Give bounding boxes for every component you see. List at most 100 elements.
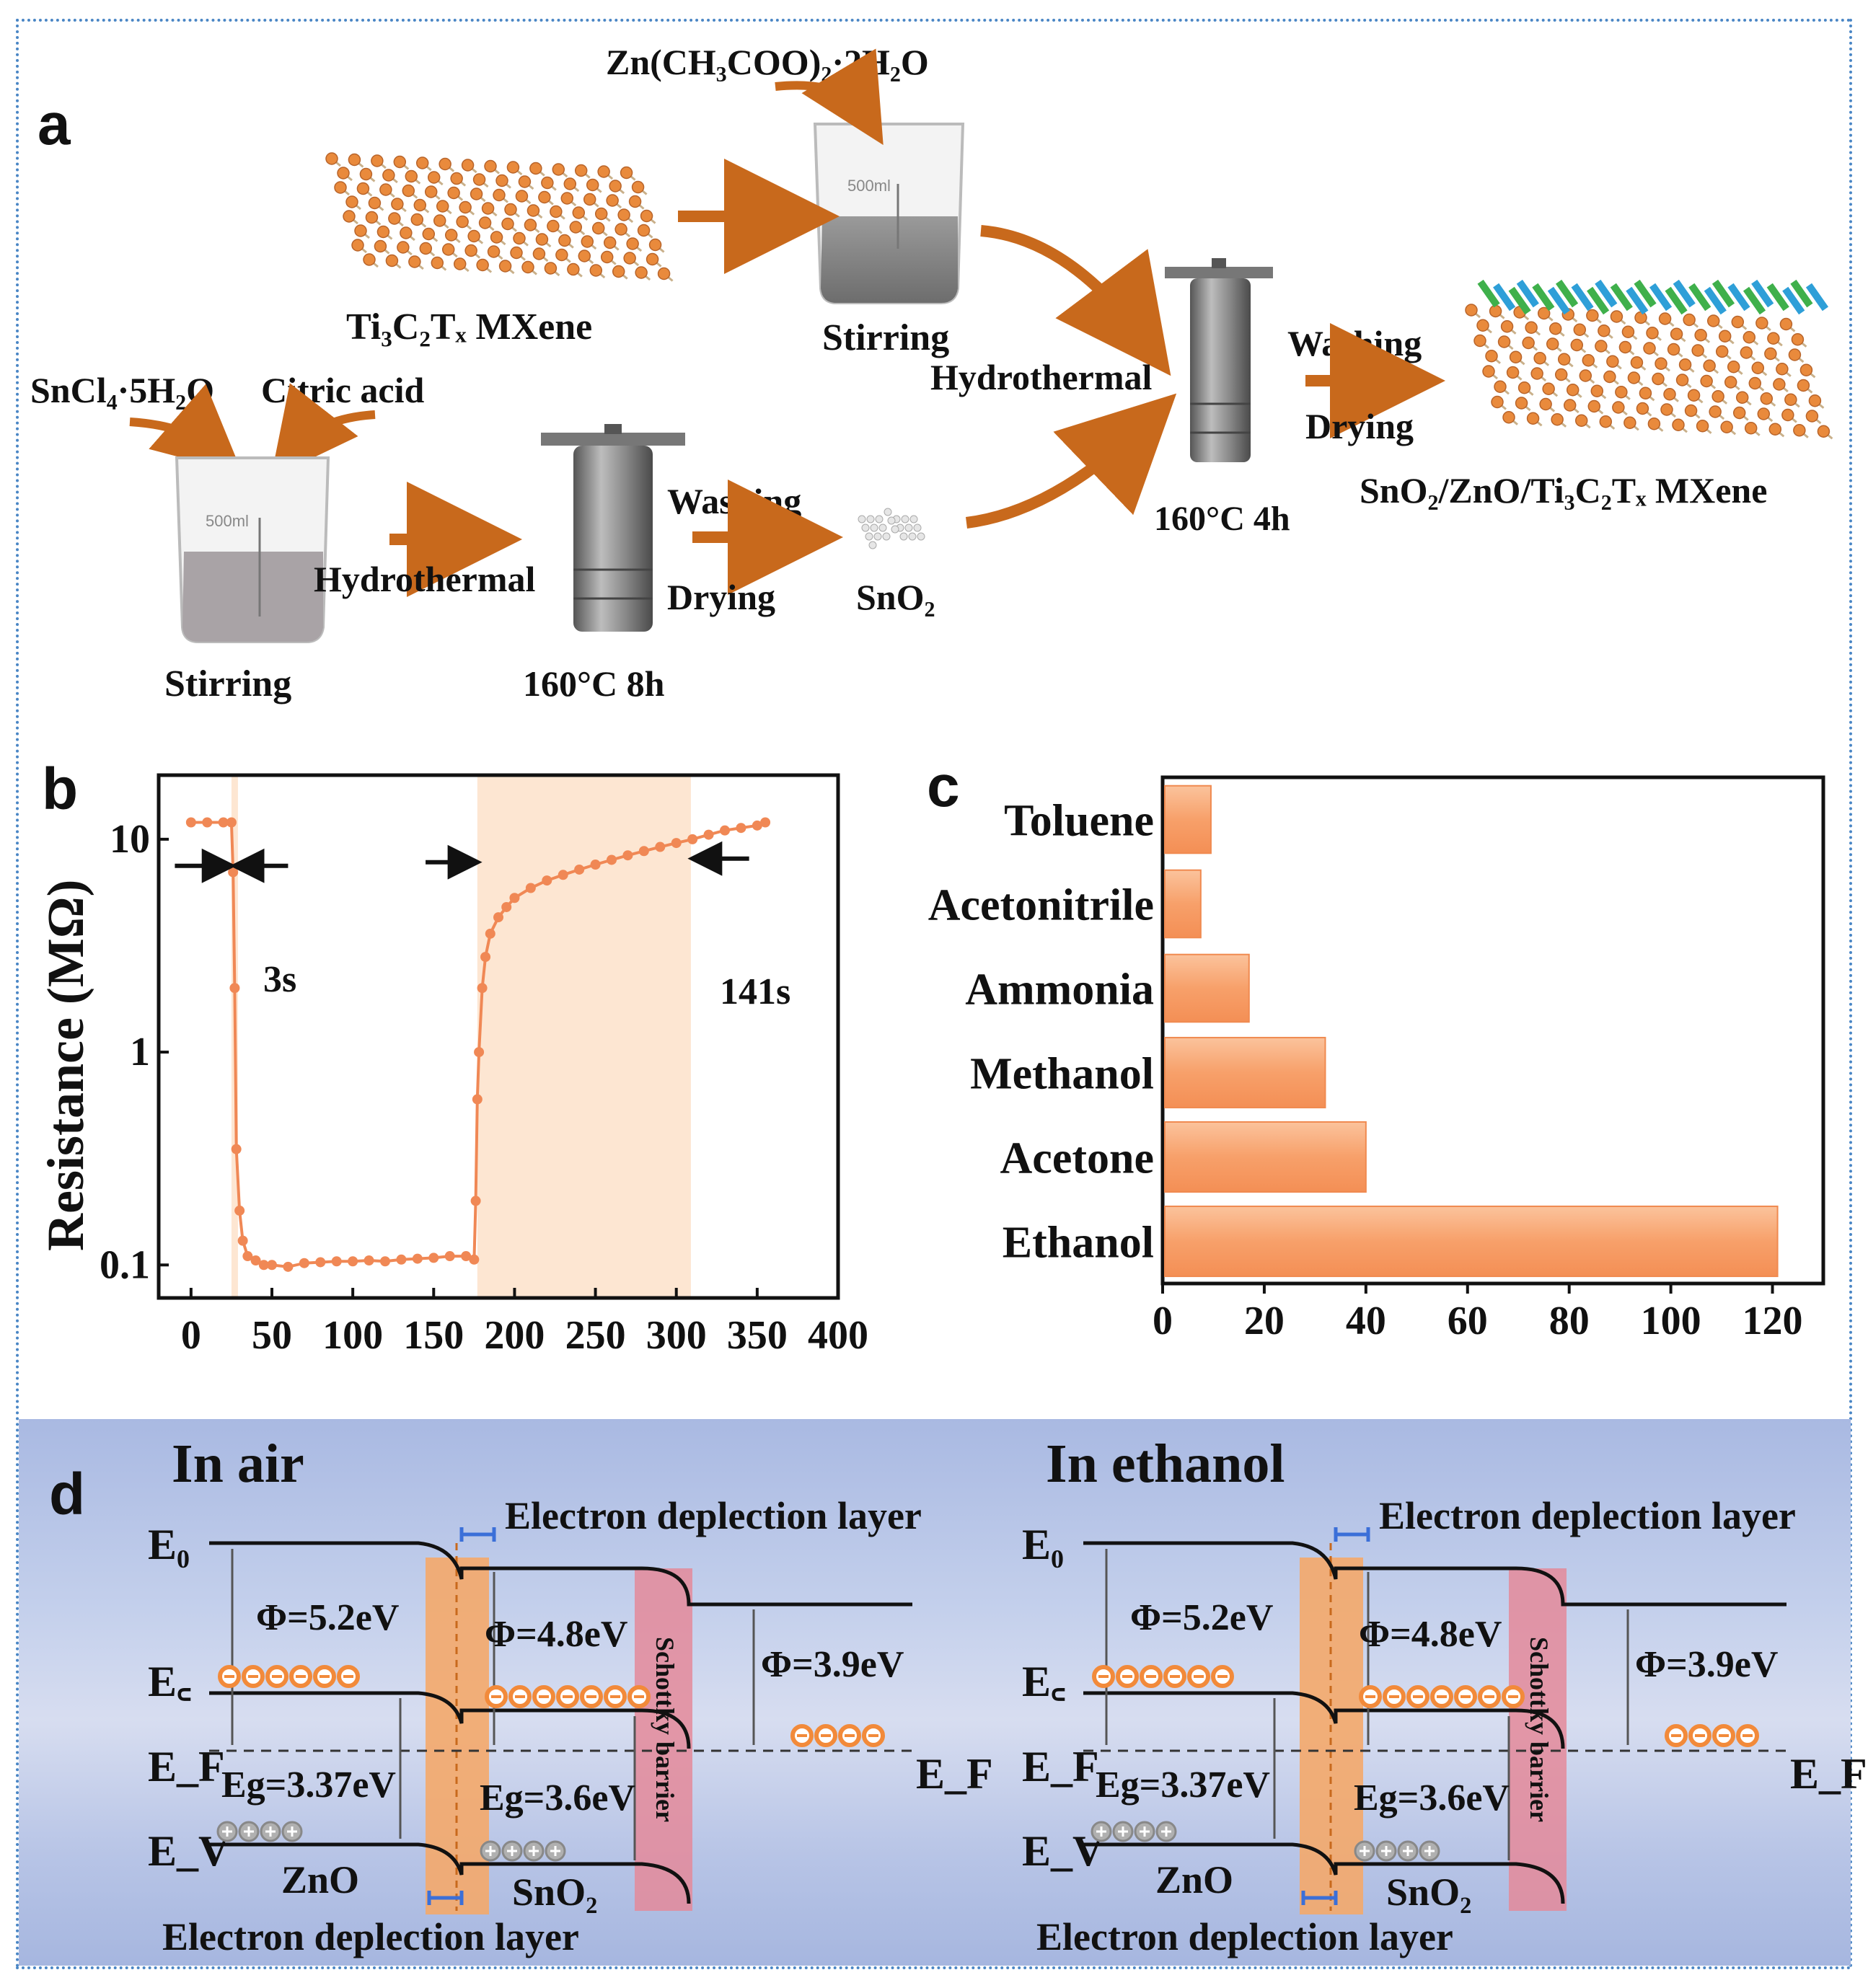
ef-left-label: E_F	[148, 1743, 225, 1790]
data-point	[364, 1255, 374, 1266]
bar-ammonia	[1164, 953, 1250, 1023]
condition-bottom-label: 160°C 8h	[523, 663, 665, 704]
data-point	[229, 983, 240, 994]
data-point	[472, 1094, 483, 1105]
hole-plus	[1118, 1826, 1128, 1837]
sno2-powder-image	[858, 508, 925, 549]
x-tick-label-c: 80	[1549, 1299, 1590, 1343]
x-tick-label: 300	[646, 1313, 707, 1358]
eg2-label: Eg=3.6eV	[1354, 1777, 1510, 1819]
figure-frame	[16, 19, 1852, 1969]
e0-label: E₀	[1022, 1521, 1064, 1568]
product-composite-image	[1465, 279, 1833, 440]
y-tick-label: 1	[130, 1030, 150, 1074]
vacuum-level-line	[1083, 1541, 1787, 1607]
washing-top-label: Washing	[1287, 323, 1422, 363]
category-label-acetone: Acetone	[1000, 1134, 1154, 1183]
mxene-label: Ti₃C₂Tₓ MXene	[346, 306, 592, 348]
data-point	[428, 1253, 439, 1263]
phi2-label: Φ=4.8eV	[1359, 1614, 1502, 1655]
data-point	[703, 829, 714, 840]
data-point	[720, 825, 730, 836]
edl-top-label: Electron deplection layer	[505, 1494, 922, 1537]
x-tick-label: 400	[808, 1313, 868, 1358]
band-title: In ethanol	[1046, 1433, 1285, 1494]
plot-frame-c	[1160, 775, 1825, 1286]
x-tick-label: 150	[403, 1313, 464, 1358]
conduction-band-line	[1083, 1691, 1565, 1749]
hole-plus	[244, 1826, 254, 1837]
data-point	[234, 1205, 245, 1216]
hydrothermal-bottom-label: Hydrothermal	[314, 559, 535, 599]
ef-left-label: E_F	[1022, 1743, 1099, 1790]
category-label-ammonia: Ammonia	[965, 966, 1154, 1015]
arrow-citric-to-beaker	[270, 383, 376, 478]
data-point	[655, 841, 666, 852]
data-point	[380, 1256, 390, 1267]
data-point	[242, 1251, 253, 1262]
panel-d-letter: d	[49, 1462, 85, 1527]
response-bar-chart: TolueneAcetonitrileAmmoniaMethanolAceton…	[928, 775, 1825, 1343]
data-point	[470, 1196, 481, 1206]
data-point	[348, 1256, 358, 1267]
data-point	[218, 817, 229, 828]
data-point	[412, 1253, 423, 1264]
data-point	[622, 850, 633, 861]
sno2-band-label: SnO₂	[512, 1870, 597, 1914]
data-point	[226, 817, 237, 828]
data-point	[687, 834, 698, 844]
e0-label: E₀	[148, 1521, 190, 1568]
data-point	[283, 1261, 294, 1272]
data-point	[501, 901, 512, 912]
x-tick-label: 200	[484, 1313, 545, 1358]
x-tick-label: 0	[181, 1313, 201, 1358]
edl-bottom-label: Electron deplection layer	[1036, 1915, 1453, 1958]
hole-plus	[485, 1846, 495, 1856]
data-point	[752, 820, 762, 831]
data-point	[202, 817, 213, 828]
edl-bottom-label: Electron deplection layer	[162, 1915, 579, 1958]
data-point	[267, 1260, 277, 1271]
x-tick-label: 350	[727, 1313, 788, 1358]
data-point	[525, 883, 536, 893]
data-point	[607, 854, 617, 865]
hole-plus	[529, 1846, 539, 1856]
arrow-sno2-to-autoclave	[966, 393, 1177, 529]
data-point	[558, 870, 568, 880]
x-tick-label-c: 60	[1448, 1299, 1488, 1343]
condition-top-label: 160°C 4h	[1154, 500, 1290, 538]
data-point	[638, 846, 649, 857]
stirring-bottom-label: Stirring	[164, 663, 291, 704]
edl-bracket-bottom	[1301, 1891, 1338, 1905]
plot-frame-b	[157, 773, 840, 1300]
zinc-acetate-label: Zn(CH₃COO)₂·2H₂O	[606, 42, 929, 82]
data-point	[736, 823, 746, 834]
y-tick-label: 10	[110, 817, 150, 862]
hole-plus	[287, 1826, 297, 1837]
eg1-label: Eg=3.37eV	[1096, 1764, 1270, 1806]
data-point	[237, 1235, 248, 1246]
x-tick-label-c: 120	[1743, 1299, 1803, 1343]
hole-plus	[507, 1846, 517, 1856]
hydrothermal-top-label: Hydrothermal	[930, 357, 1152, 397]
hole-plus	[265, 1826, 276, 1837]
washing-bottom-label: Washing	[667, 481, 801, 521]
drying-bottom-label: Drying	[667, 577, 775, 617]
beaker-top: 500ml	[813, 123, 965, 304]
zno-label: ZnO	[281, 1858, 359, 1901]
panel-c-letter: c	[927, 754, 960, 819]
valence-band-line	[209, 1842, 691, 1904]
panel-a-letter: a	[38, 92, 71, 157]
schottky-label: Schottky barrier	[1525, 1637, 1554, 1822]
data-point	[258, 1260, 269, 1271]
x-tick-label: 100	[322, 1313, 383, 1358]
hole-plus	[1403, 1846, 1413, 1856]
data-point	[671, 838, 682, 849]
x-tick-label-c: 0	[1153, 1299, 1173, 1343]
x-tick-label-c: 100	[1641, 1299, 1701, 1343]
vacuum-level-line	[209, 1541, 912, 1607]
arrow-zinc-to-beaker	[775, 48, 884, 146]
